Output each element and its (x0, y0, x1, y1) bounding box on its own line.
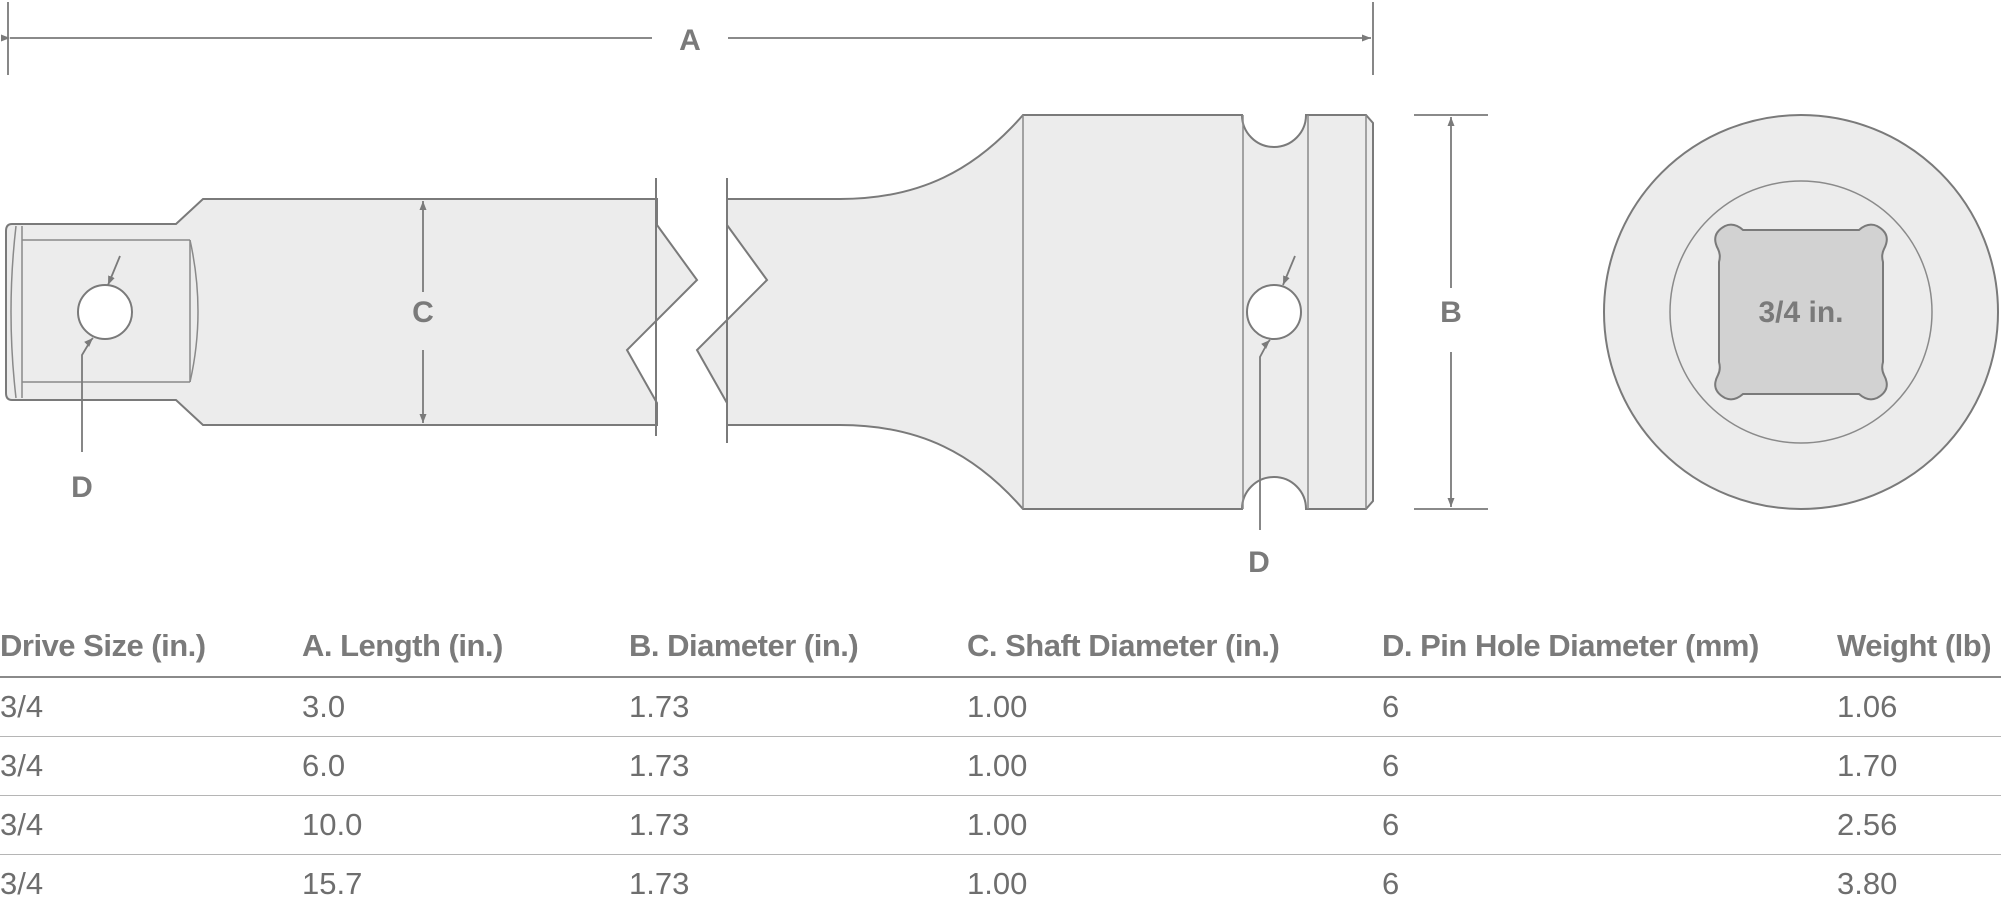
cell-shaft-diameter: 1.00 (967, 855, 1382, 913)
dimension-d-left-label: D (71, 471, 93, 504)
cell-diameter: 1.73 (629, 796, 967, 855)
cell-pin-hole-diameter: 6 (1382, 737, 1837, 796)
cell-shaft-diameter: 1.00 (967, 796, 1382, 855)
header-shaft-diameter: C. Shaft Diameter (in.) (967, 610, 1382, 677)
cell-weight: 3.80 (1837, 855, 2001, 913)
cell-weight: 1.06 (1837, 677, 2001, 737)
table-row: 3/4 3.0 1.73 1.00 6 1.06 (0, 677, 2001, 737)
dimension-c-label: C (412, 296, 434, 329)
dimension-b-label: B (1440, 296, 1462, 329)
table-header-row: Drive Size (in.) A. Length (in.) B. Diam… (0, 610, 2001, 677)
cell-drive-size: 3/4 (0, 796, 302, 855)
cell-length: 6.0 (302, 737, 629, 796)
table-row: 3/4 10.0 1.73 1.00 6 2.56 (0, 796, 2001, 855)
cell-drive-size: 3/4 (0, 677, 302, 737)
header-diameter: B. Diameter (in.) (629, 610, 967, 677)
cell-diameter: 1.73 (629, 855, 967, 913)
header-length: A. Length (in.) (302, 610, 629, 677)
header-weight: Weight (lb) (1837, 610, 2001, 677)
cell-pin-hole-diameter: 6 (1382, 855, 1837, 913)
cell-diameter: 1.73 (629, 737, 967, 796)
specifications-table: Drive Size (in.) A. Length (in.) B. Diam… (0, 610, 2001, 913)
cell-drive-size: 3/4 (0, 737, 302, 796)
cell-length: 15.7 (302, 855, 629, 913)
header-pin-hole-diameter: D. Pin Hole Diameter (mm) (1382, 610, 1837, 677)
cell-weight: 2.56 (1837, 796, 2001, 855)
cell-weight: 1.70 (1837, 737, 2001, 796)
dimension-d-right-label: D (1248, 546, 1270, 579)
table-row: 3/4 6.0 1.73 1.00 6 1.70 (0, 737, 2001, 796)
cell-shaft-diameter: 1.00 (967, 737, 1382, 796)
cell-pin-hole-diameter: 6 (1382, 796, 1837, 855)
cell-length: 3.0 (302, 677, 629, 737)
cell-pin-hole-diameter: 6 (1382, 677, 1837, 737)
header-drive-size: Drive Size (in.) (0, 610, 302, 677)
cell-drive-size: 3/4 (0, 855, 302, 913)
dimension-a-label: A (679, 24, 701, 57)
pin-hole-left (78, 285, 132, 339)
cell-length: 10.0 (302, 796, 629, 855)
table-row: 3/4 15.7 1.73 1.00 6 3.80 (0, 855, 2001, 913)
pin-hole-right (1247, 285, 1301, 339)
drive-size-label: 3/4 in. (1758, 296, 1843, 329)
cell-diameter: 1.73 (629, 677, 967, 737)
cell-shaft-diameter: 1.00 (967, 677, 1382, 737)
